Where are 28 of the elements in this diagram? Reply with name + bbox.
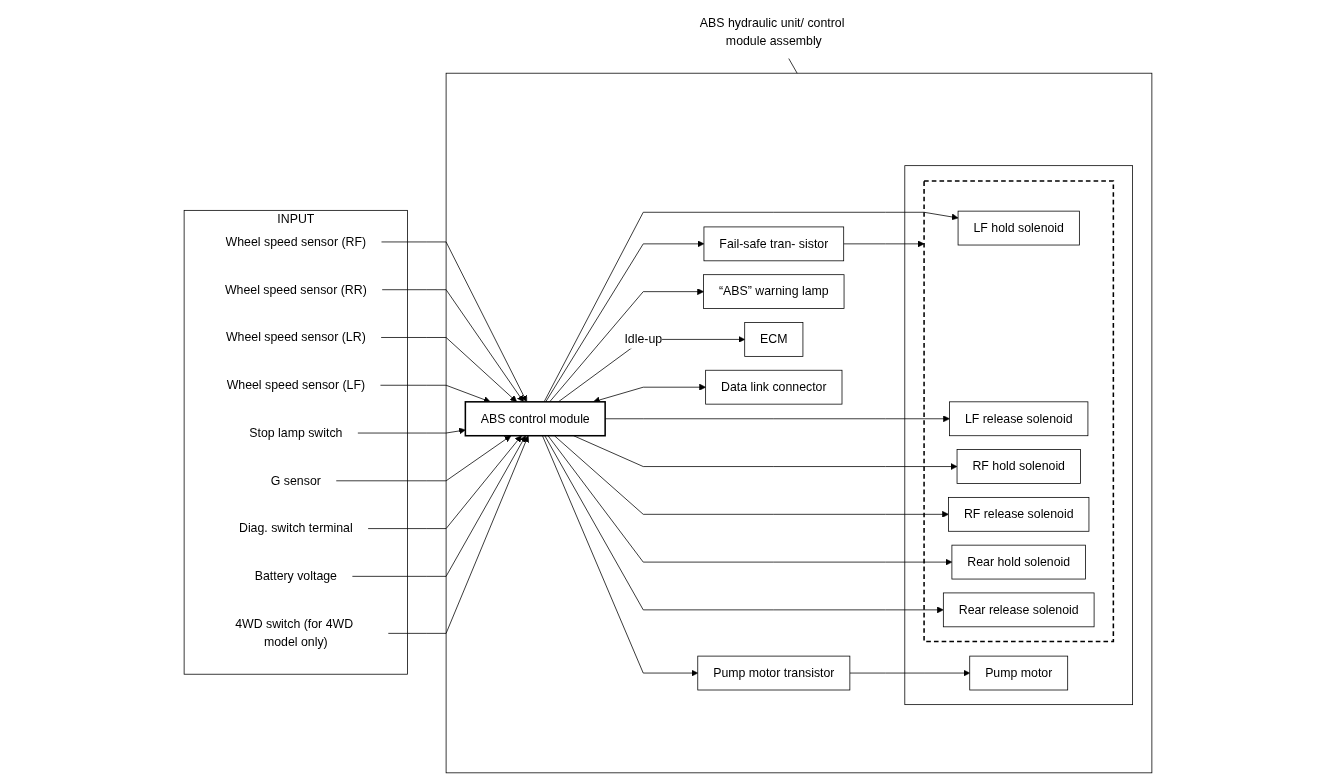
- node-text: Wheel speed sensor (LR): [225, 330, 366, 344]
- node-box: LF hold solenoid: [957, 210, 1080, 246]
- node-box: Fail-safe tran- sistor: [703, 226, 845, 262]
- cluster: [923, 180, 1115, 643]
- node-box: Pump motor transistor: [697, 655, 851, 691]
- node-text: G sensor: [270, 473, 321, 487]
- node-text: Wheel speed sensor (RF): [225, 235, 367, 249]
- node-text: Wheel speed sensor (RR): [224, 282, 367, 296]
- cluster: [904, 165, 1133, 706]
- node-box: RF hold solenoid: [956, 449, 1081, 484]
- node-text: Wheel speed sensor (LF): [226, 378, 366, 392]
- node-text: ABS hydraulic unit/ control module assembly: [699, 16, 845, 48]
- cluster: [445, 72, 1153, 774]
- node-box: ABS control module: [464, 401, 606, 437]
- node-box: Rear hold solenoid: [951, 544, 1086, 580]
- node-text: 4WD switch (for 4WD model only): [235, 617, 354, 649]
- node-text: Stop lamp switch: [249, 426, 343, 440]
- node-box: ECM: [744, 322, 804, 357]
- node-text: Diag. switch terminal: [238, 521, 353, 535]
- node-box: RF release solenoid: [948, 497, 1090, 532]
- node-box: Data link connector: [705, 369, 843, 405]
- node-box: “ABS” warning lamp: [703, 274, 845, 309]
- node-text: Battery voltage: [254, 569, 337, 583]
- node-box: LF release solenoid: [949, 401, 1089, 437]
- node-box: Rear release solenoid: [942, 592, 1095, 628]
- edge-label: Idle-up: [624, 332, 663, 346]
- connector: [788, 58, 798, 74]
- node-box: Pump motor: [969, 655, 1069, 691]
